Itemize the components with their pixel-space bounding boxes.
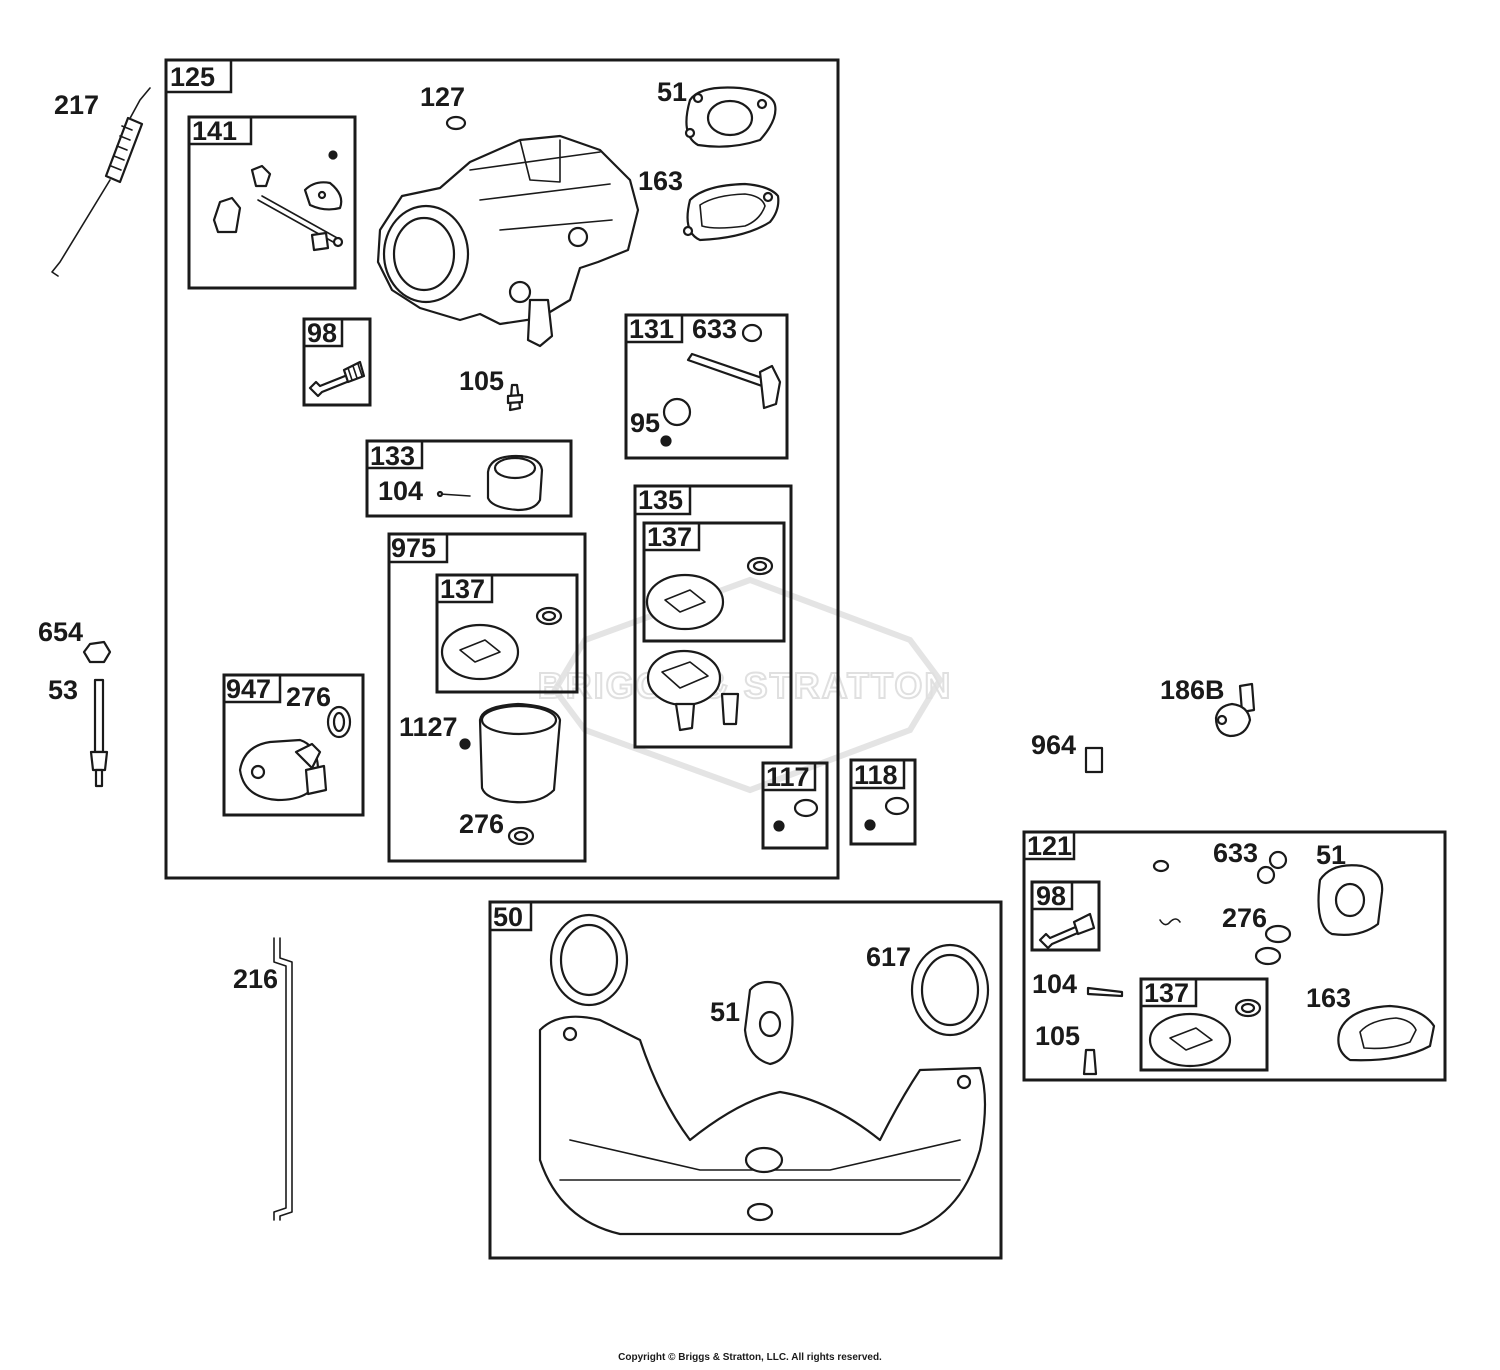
label-51: 51 bbox=[657, 77, 687, 107]
label-141: 141 bbox=[192, 116, 237, 146]
label-276: 276 bbox=[459, 809, 504, 839]
tab-118 bbox=[849, 758, 906, 790]
label-127: 127 bbox=[420, 82, 465, 112]
box-137c bbox=[1139, 977, 1269, 1072]
label-137: 137 bbox=[647, 522, 692, 552]
stud-53 bbox=[89, 678, 109, 788]
box-135 bbox=[633, 484, 793, 749]
gasket-163-top bbox=[682, 182, 780, 242]
tab-947 bbox=[222, 673, 282, 704]
label-104: 104 bbox=[378, 476, 423, 506]
intake-manifold-50 bbox=[538, 913, 990, 1236]
tab-975 bbox=[387, 532, 449, 564]
gasket-kit-137-a bbox=[645, 556, 774, 631]
box-141 bbox=[187, 115, 357, 290]
label-95: 95 bbox=[630, 408, 660, 438]
sleeve-964 bbox=[1084, 746, 1104, 774]
gasket-51-top bbox=[684, 86, 777, 148]
label-633: 633 bbox=[1213, 838, 1258, 868]
box-137a bbox=[642, 521, 786, 643]
box-975 bbox=[387, 532, 587, 863]
label-975: 975 bbox=[391, 533, 436, 563]
needle-105 bbox=[506, 383, 524, 412]
linkage-141 bbox=[212, 150, 344, 252]
rod-216 bbox=[273, 937, 287, 1221]
solenoid-947 bbox=[238, 705, 352, 802]
label-117: 117 bbox=[766, 762, 810, 792]
tab-135 bbox=[633, 484, 692, 516]
screw-118 bbox=[864, 796, 910, 831]
copyright-notice: Copyright © Briggs & Stratton, LLC. All … bbox=[618, 1352, 882, 1363]
bowl-135 bbox=[646, 649, 740, 732]
tab-137a bbox=[642, 521, 701, 552]
tab-121 bbox=[1022, 830, 1076, 861]
tab-98b bbox=[1030, 880, 1074, 911]
tab-137b bbox=[435, 573, 494, 604]
label-104: 104 bbox=[1032, 969, 1077, 999]
spring-217 bbox=[51, 87, 151, 277]
label-133: 133 bbox=[370, 441, 415, 471]
label-51: 51 bbox=[1316, 840, 1346, 870]
label-617: 617 bbox=[866, 942, 911, 972]
tab-125 bbox=[164, 58, 233, 94]
label-654: 654 bbox=[38, 617, 83, 647]
label-276: 276 bbox=[286, 682, 331, 712]
label-131: 131 bbox=[629, 314, 674, 344]
label-121: 121 bbox=[1027, 831, 1072, 861]
tab-98a bbox=[302, 317, 344, 348]
label-216: 216 bbox=[233, 964, 278, 994]
kit-121-parts bbox=[1082, 850, 1436, 1076]
label-276: 276 bbox=[1222, 903, 1267, 933]
label-186b: 186B bbox=[1160, 675, 1225, 705]
label-137: 137 bbox=[440, 574, 485, 604]
carburetor-body bbox=[376, 134, 640, 348]
label-947: 947 bbox=[226, 674, 271, 704]
label-1127: 1127 bbox=[399, 712, 458, 742]
rod-216-edge bbox=[279, 937, 293, 1221]
label-217: 217 bbox=[54, 90, 99, 120]
label-98: 98 bbox=[307, 318, 337, 348]
tab-141 bbox=[187, 115, 253, 146]
label-53: 53 bbox=[48, 675, 78, 705]
box-131 bbox=[624, 313, 789, 460]
box-50 bbox=[488, 900, 1003, 1260]
tab-131 bbox=[624, 313, 684, 344]
fitting-186b bbox=[1214, 682, 1256, 738]
label-163: 163 bbox=[1306, 983, 1351, 1013]
nut-654 bbox=[82, 640, 112, 664]
label-137: 137 bbox=[1144, 978, 1189, 1008]
label-105: 105 bbox=[459, 366, 504, 396]
screw-spring-98-b bbox=[1038, 912, 1096, 950]
watermark-text: BRIGGS & STRATTON bbox=[538, 665, 953, 706]
float-bowl-975 bbox=[459, 702, 562, 846]
screw-117 bbox=[773, 798, 819, 832]
label-105: 105 bbox=[1035, 1021, 1080, 1051]
brand-watermark: BRIGGS & STRATTON bbox=[537, 576, 953, 794]
label-98: 98 bbox=[1036, 881, 1066, 911]
float-133 bbox=[436, 454, 544, 512]
label-633: 633 bbox=[692, 314, 737, 344]
box-947 bbox=[222, 673, 365, 817]
tab-50 bbox=[488, 900, 533, 932]
label-964: 964 bbox=[1031, 730, 1076, 760]
tab-117 bbox=[761, 761, 817, 792]
box-133 bbox=[365, 439, 573, 518]
label-118: 118 bbox=[854, 760, 898, 790]
tab-137c bbox=[1139, 977, 1198, 1008]
box-137b bbox=[435, 573, 579, 694]
screw-spring-98 bbox=[308, 360, 366, 398]
box-125 bbox=[164, 58, 840, 880]
label-50: 50 bbox=[493, 902, 523, 932]
label-135: 135 bbox=[638, 485, 683, 515]
oring-127 bbox=[445, 115, 467, 131]
gasket-kit-137-b bbox=[440, 606, 563, 681]
gasket-kit-137-c bbox=[1148, 998, 1262, 1068]
label-163: 163 bbox=[638, 166, 683, 196]
tab-133 bbox=[365, 439, 424, 470]
label-125: 125 bbox=[170, 62, 215, 92]
throttle-131 bbox=[660, 323, 782, 447]
label-51: 51 bbox=[710, 997, 740, 1027]
box-121 bbox=[1022, 830, 1447, 1082]
